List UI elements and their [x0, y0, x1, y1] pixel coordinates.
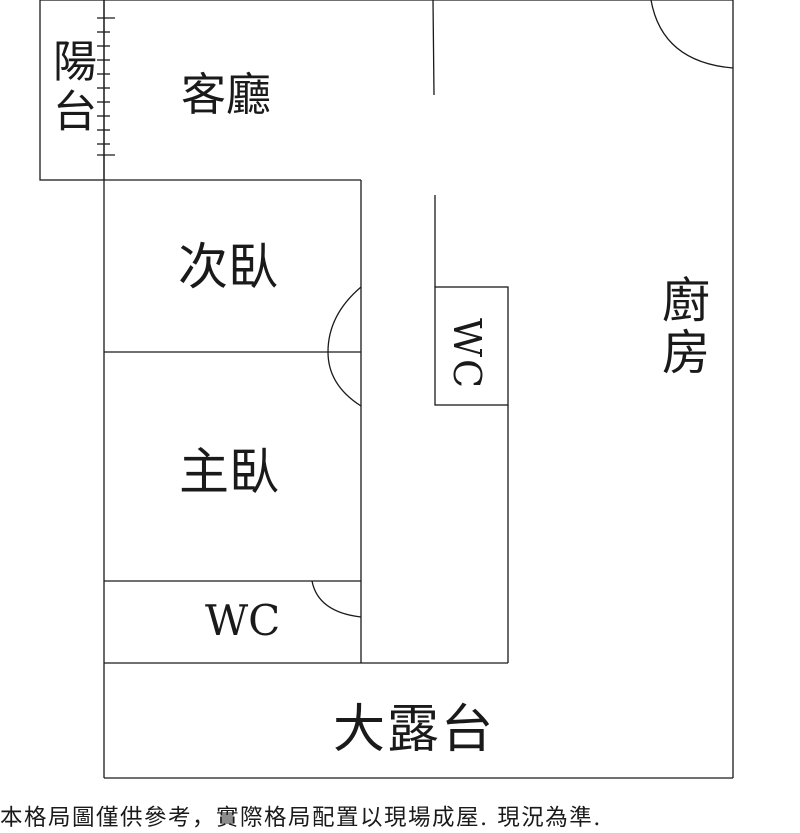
second-bedroom-door-arc: [327, 286, 362, 353]
master-bedroom-label: 主臥: [179, 443, 279, 501]
master-bedroom-door-arc: [327, 351, 362, 407]
living-room-label: 客廳: [181, 68, 272, 121]
upper-wc-label: WC: [445, 318, 489, 391]
entrance-door-arc: [650, 0, 734, 69]
balcony-outline: [39, 0, 105, 181]
living-partition-top: [432, 0, 435, 96]
balcony-railing-ticks: [97, 17, 115, 156]
balcony-label: 陽台: [45, 38, 96, 138]
disclaimer-text: 本格局圖僅供參考，實際格局配置以現場成屋. 現況為準.: [0, 805, 602, 831]
second-bedroom-label: 次臥: [178, 238, 278, 296]
lower-wc-label: WC: [205, 596, 281, 645]
kitchen-label: 廚房: [653, 275, 709, 379]
terrace-label: 大露台: [333, 700, 496, 760]
upper-wc-outline: [434, 286, 509, 406]
lower-wc-door-arc: [311, 580, 362, 618]
